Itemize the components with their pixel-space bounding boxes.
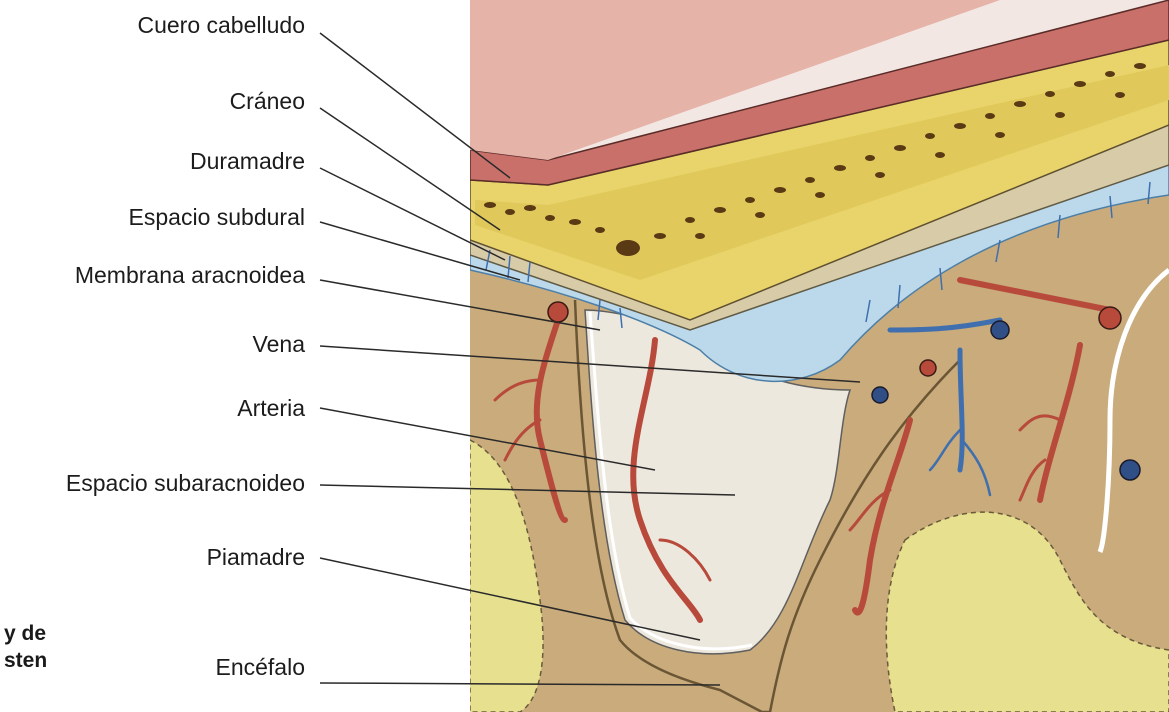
label-cuero-cabelludo: Cuero cabelludo xyxy=(137,14,305,37)
label-espacio-subdural: Espacio subdural xyxy=(129,206,305,229)
label-vena: Vena xyxy=(253,333,305,356)
vessel-section xyxy=(548,302,568,322)
label-espacio-subaracnoideo: Espacio subaracnoideo xyxy=(66,472,305,495)
label-craneo: Cráneo xyxy=(230,90,305,113)
vessel-section xyxy=(991,321,1009,339)
label-membrana-aracnoidea: Membrana aracnoidea xyxy=(75,264,305,287)
vessel-section xyxy=(1120,460,1140,480)
vessel-section xyxy=(920,360,936,376)
label-duramadre: Duramadre xyxy=(190,150,305,173)
vessel-section xyxy=(872,387,888,403)
margin-text-line2: sten xyxy=(4,650,47,671)
label-encefalo: Encéfalo xyxy=(215,656,305,679)
margin-text-line1: y de xyxy=(4,623,46,644)
vessel-section xyxy=(1099,307,1121,329)
label-piamadre: Piamadre xyxy=(207,546,305,569)
label-arteria: Arteria xyxy=(237,397,305,420)
